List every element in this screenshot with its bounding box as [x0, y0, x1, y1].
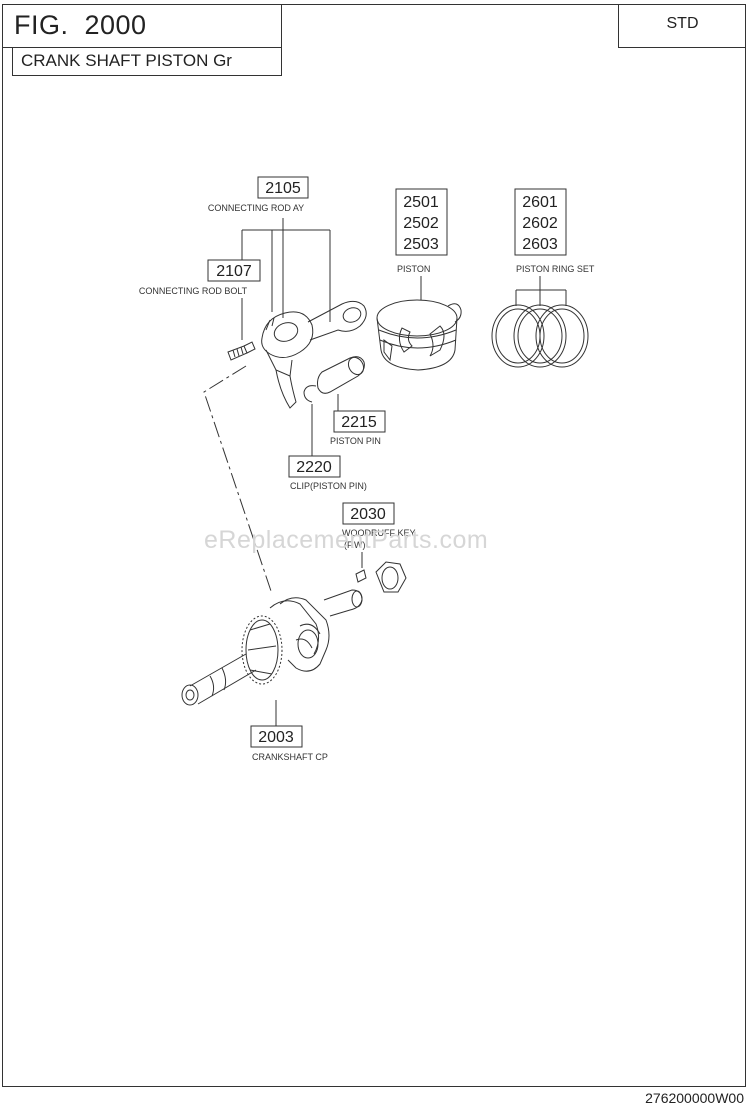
part-callout-2501[interactable]: 2501 2502 2503 PISTON: [395, 188, 448, 274]
part-callout-2105[interactable]: 2105 CONNECTING ROD AY: [208, 176, 309, 213]
title-box: FIG. 2000: [2, 4, 282, 48]
document-id: 276200000W00: [645, 1090, 744, 1106]
part-number-2503: 2503: [403, 236, 439, 253]
part-number-2602: 2602: [522, 215, 558, 232]
part-callout-2003[interactable]: 2003 CRANKSHAFT CP: [250, 725, 328, 762]
figure-title: FIG. 2000: [14, 10, 147, 40]
woodruff-key-drawing: [355, 569, 367, 583]
part-number-2601: 2601: [522, 194, 558, 211]
pin-clip-drawing: [303, 385, 317, 403]
part-callout-2601[interactable]: 2601 2602 2603 PISTON RING SET: [514, 188, 595, 274]
part-caption-2501: PISTON: [397, 264, 430, 274]
crankshaft-drawing: [181, 589, 363, 706]
collar-drawing: [375, 561, 407, 593]
part-caption-2220: CLIP(PISTON PIN): [290, 481, 367, 491]
connecting-rod-drawing: [261, 300, 367, 409]
part-callout-2030[interactable]: 2030 WOODRUFF KEY (F.W): [342, 502, 416, 550]
part-caption-2030: WOODRUFF KEY: [342, 528, 416, 538]
assembly-centerline: [203, 365, 273, 595]
part-callout-2215[interactable]: 2215 PISTON PIN: [330, 410, 386, 446]
part-caption-2003: CRANKSHAFT CP: [252, 752, 328, 762]
part-number-2107: 2107: [216, 263, 252, 280]
part-number-2603: 2603: [522, 236, 558, 253]
piston-drawing: [376, 299, 458, 371]
diagram-frame: [2, 4, 746, 1087]
watermark: eReplacementParts.com: [204, 526, 489, 554]
figure-subtitle: CRANK SHAFT PISTON Gr: [21, 51, 232, 70]
part-number-2105: 2105: [265, 180, 301, 197]
leader-2601: [515, 276, 567, 306]
piston-pin-drawing: [317, 356, 365, 394]
connecting-rod-bolt-drawing: [227, 341, 256, 361]
part-number-2502: 2502: [403, 215, 439, 232]
subtitle-box: CRANK SHAFT PISTON Gr: [12, 48, 282, 76]
part-callout-2107[interactable]: 2107 CONNECTING ROD BOLT: [139, 259, 261, 296]
leader-2105: [241, 218, 331, 322]
part-number-2030: 2030: [350, 506, 386, 523]
part-caption-2107: CONNECTING ROD BOLT: [139, 286, 248, 296]
part-caption-2105: CONNECTING ROD AY: [208, 203, 304, 213]
part-number-2003: 2003: [258, 729, 294, 746]
variant-label: STD: [666, 15, 699, 32]
part-callout-2220[interactable]: 2220 CLIP(PISTON PIN): [288, 455, 367, 491]
part-number-2501: 2501: [403, 194, 439, 211]
part-caption-2030-sub: (F.W): [344, 540, 366, 550]
piston-clip-drawing: [447, 303, 462, 323]
part-caption-2215: PISTON PIN: [330, 436, 381, 446]
variant-box: STD: [618, 4, 746, 48]
part-number-2220: 2220: [296, 459, 332, 476]
part-caption-2601: PISTON RING SET: [516, 264, 595, 274]
part-number-2215: 2215: [341, 414, 377, 431]
piston-rings-drawing: [491, 304, 589, 368]
